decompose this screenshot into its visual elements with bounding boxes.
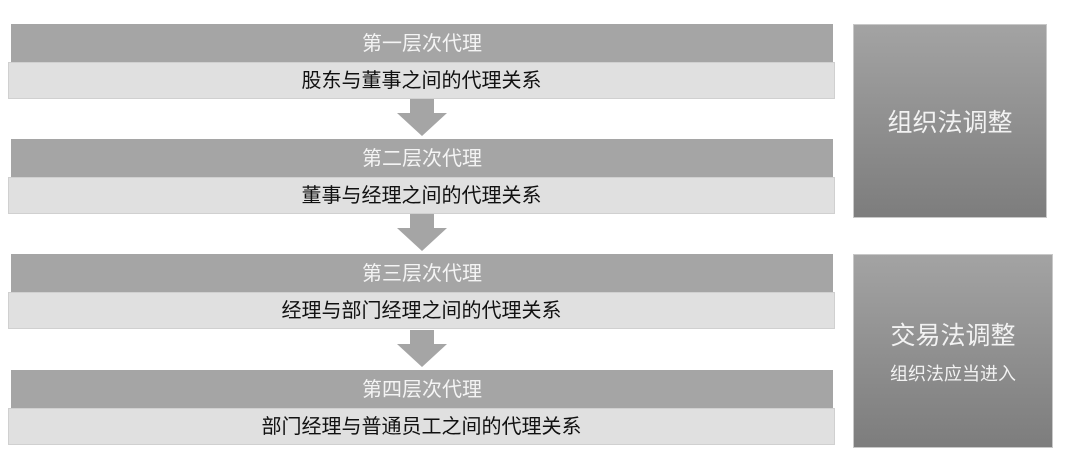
box-label: 组织法调整 (887, 108, 1013, 137)
level-title: 第三层次代理 (11, 254, 833, 292)
level-title: 第一层次代理 (11, 24, 833, 62)
down-arrow-icon (397, 330, 447, 367)
box-note: 组织法应当进入 (890, 364, 1016, 385)
level-relation: 股东与董事之间的代理关系 (8, 62, 835, 99)
level-title: 第二层次代理 (11, 139, 833, 177)
level-relation: 经理与部门经理之间的代理关系 (8, 292, 835, 329)
level-title: 第四层次代理 (11, 370, 833, 408)
level-relation: 董事与经理之间的代理关系 (8, 177, 835, 214)
transaction-law-box: 交易法调整 组织法应当进入 (853, 254, 1053, 448)
down-arrow-icon (397, 99, 447, 136)
box-label: 交易法调整 (890, 321, 1016, 350)
level-relation: 部门经理与普通员工之间的代理关系 (8, 408, 835, 445)
down-arrow-icon (397, 214, 447, 251)
organization-law-box: 组织法调整 (853, 24, 1047, 218)
